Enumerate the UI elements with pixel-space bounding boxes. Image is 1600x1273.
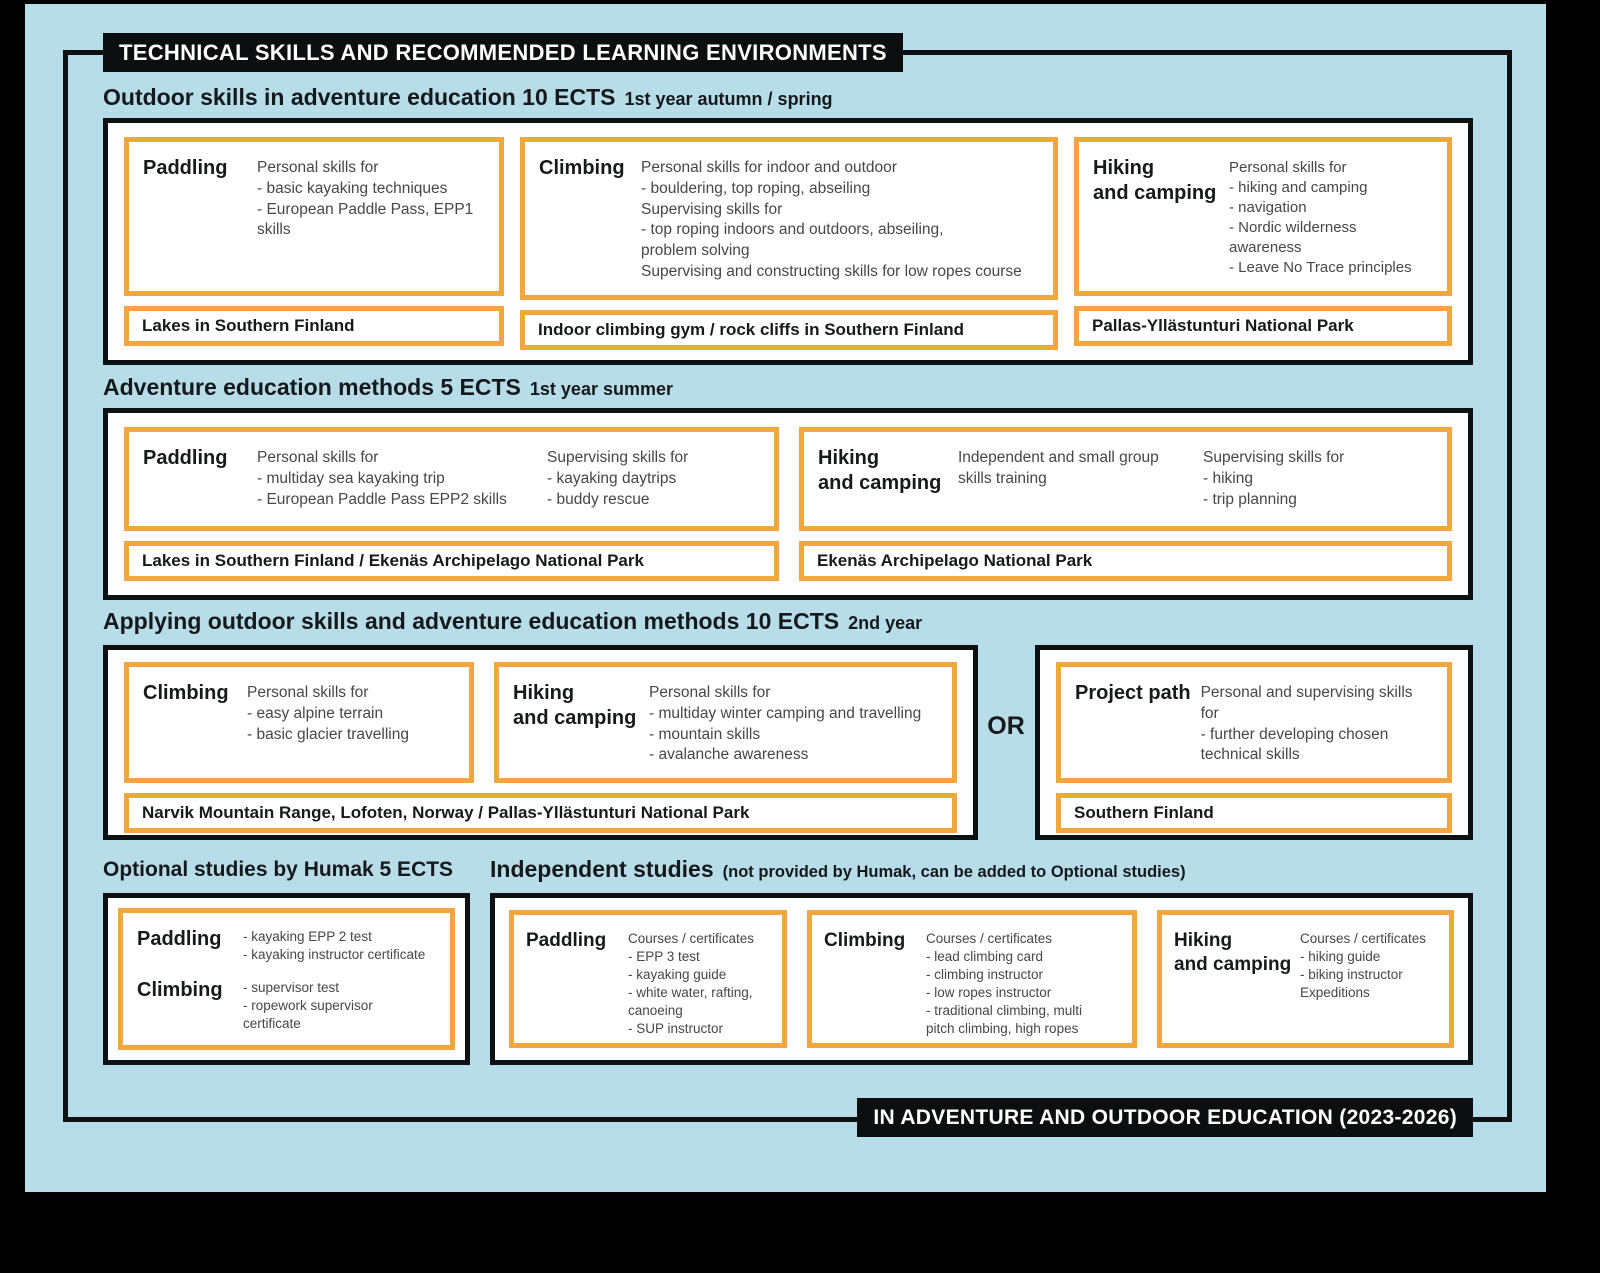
optional-studies-container: Paddling - kayaking EPP 2 test - kayakin… <box>103 893 470 1065</box>
section1-climbing-column: Climbing Personal skills for indoor and … <box>520 137 1058 350</box>
optional-studies-heading: Optional studies by Humak 5 ECTS <box>103 858 453 882</box>
paddling-skills-columns: Personal skills for - multiday sea kayak… <box>257 444 688 514</box>
hiking-camping-label: Hiking and camping <box>1174 930 1292 975</box>
independent-hiking-box: Hiking and camping Courses / certificate… <box>1157 910 1454 1048</box>
section1-hiking-skill-box: Hiking and camping Personal skills for -… <box>1074 137 1452 296</box>
section2-paddling-location: Lakes in Southern Finland / Ekenäs Archi… <box>124 541 779 581</box>
section2-title: Adventure education methods 5 ECTS <box>103 374 521 400</box>
footer-title-bar: IN ADVENTURE AND OUTDOOR EDUCATION (2023… <box>857 1098 1473 1137</box>
section3-climbing-skill-box: Climbing Personal skills for - easy alpi… <box>124 662 474 784</box>
optional-climbing-row: Climbing - supervisor test - ropework su… <box>137 976 436 1033</box>
hiking-skills-text: Personal skills for - multiday winter ca… <box>649 684 922 764</box>
optional-studies-box: Paddling - kayaking EPP 2 test - kayakin… <box>118 908 455 1050</box>
section1-paddling-column: Paddling Personal skills for - basic kay… <box>124 137 504 346</box>
independent-studies-heading: Independent studies (not provided by Hum… <box>490 856 1186 883</box>
section2-paddling-skill-box: Paddling Personal skills for - multiday … <box>124 427 779 531</box>
section3-left-location: Narvik Mountain Range, Lofoten, Norway /… <box>124 793 957 834</box>
climbing-label: Climbing <box>137 979 223 1002</box>
optional-climbing-text: - supervisor test - ropework supervisor … <box>243 980 373 1032</box>
independent-studies-subtitle: (not provided by Humak, can be added to … <box>722 863 1186 881</box>
section1-climbing-location: Indoor climbing gym / rock cliffs in Sou… <box>520 309 1058 350</box>
section1-title: Outdoor skills in adventure education 10… <box>103 84 616 110</box>
hiking-camping-label: Hiking and camping <box>818 447 942 494</box>
section1-paddling-skill-box: Paddling Personal skills for - basic kay… <box>124 137 504 296</box>
climbing-label: Climbing <box>143 682 229 704</box>
climbing-skills-text: Personal skills for - easy alpine terrai… <box>247 684 409 743</box>
section2-heading: Adventure education methods 5 ECTS 1st y… <box>103 374 673 401</box>
paddling-skills-text: Personal skills for - basic kayaking tec… <box>257 159 474 239</box>
paddling-personal-skills: Personal skills for - multiday sea kayak… <box>257 449 507 508</box>
paddling-label: Paddling <box>137 928 222 950</box>
paddling-supervising-skills: Supervising skills for - kayaking daytri… <box>547 449 689 508</box>
section1-hiking-location: Pallas-Yllästunturi National Park <box>1074 306 1452 346</box>
section2-subtitle: 1st year summer <box>529 379 673 399</box>
hiking-camping-label: Hiking and camping <box>513 682 637 729</box>
project-path-label: Project path <box>1075 682 1191 704</box>
independent-studies-container: Paddling Courses / certificates - EPP 3 … <box>490 893 1473 1065</box>
section3-project-container: Project path Personal and supervising sk… <box>1035 645 1473 840</box>
section3-hiking-skill-box: Hiking and camping Personal skills for -… <box>494 662 957 784</box>
project-path-skill-box: Project path Personal and supervising sk… <box>1056 662 1452 784</box>
optional-paddling-text: - kayaking EPP 2 test - kayaking instruc… <box>243 929 426 963</box>
section3-left-container: Climbing Personal skills for - easy alpi… <box>103 645 978 840</box>
footer-title: IN ADVENTURE AND OUTDOOR EDUCATION (2023… <box>873 1105 1457 1129</box>
section3-title: Applying outdoor skills and adventure ed… <box>103 608 840 634</box>
climbing-label: Climbing <box>539 157 625 179</box>
independent-hiking-text: Courses / certificates - hiking guide - … <box>1300 931 1427 1001</box>
climbing-skills-text: Personal skills for indoor and outdoor -… <box>641 159 1022 280</box>
main-title-bar: TECHNICAL SKILLS AND RECOMMENDED LEARNIN… <box>103 33 903 72</box>
section2-hiking-location: Ekenäs Archipelago National Park <box>799 541 1452 581</box>
section2-hiking-column: Hiking and camping Independent and small… <box>799 427 1452 581</box>
independent-studies-title: Independent studies <box>490 856 714 882</box>
section1-climbing-skill-box: Climbing Personal skills for indoor and … <box>520 137 1058 300</box>
section2-container: Paddling Personal skills for - multiday … <box>103 408 1473 600</box>
section3-project-location: Southern Finland <box>1056 793 1452 834</box>
section1-subtitle: 1st year autumn / spring <box>624 89 833 109</box>
section3-subtitle: 2nd year <box>848 613 923 633</box>
or-label: OR <box>987 712 1025 740</box>
paddling-label: Paddling <box>526 930 607 951</box>
section2-paddling-column: Paddling Personal skills for - multiday … <box>124 427 779 581</box>
section3-heading: Applying outdoor skills and adventure ed… <box>103 608 922 635</box>
hiking-skills-columns: Independent and small group skills train… <box>958 444 1344 514</box>
section1-heading: Outdoor skills in adventure education 10… <box>103 84 833 111</box>
hiking-supervising-skills: Supervising skills for - hiking - trip p… <box>1203 449 1345 508</box>
hiking-skills-text: Personal skills for - hiking and camping… <box>1229 159 1412 277</box>
section3-skill-row: Climbing Personal skills for - easy alpi… <box>124 662 957 784</box>
optional-paddling-row: Paddling - kayaking EPP 2 test - kayakin… <box>137 925 436 964</box>
paddling-label: Paddling <box>143 157 228 179</box>
main-title: TECHNICAL SKILLS AND RECOMMENDED LEARNIN… <box>119 39 887 65</box>
hiking-independent-skills: Independent and small group skills train… <box>958 449 1159 487</box>
section1-hiking-column: Hiking and camping Personal skills for -… <box>1074 137 1452 346</box>
independent-paddling-text: Courses / certificates - EPP 3 test - ka… <box>628 931 755 1037</box>
independent-climbing-text: Courses / certificates - lead climbing c… <box>926 931 1083 1037</box>
section1-paddling-location: Lakes in Southern Finland <box>124 306 504 346</box>
independent-paddling-box: Paddling Courses / certificates - EPP 3 … <box>509 910 787 1048</box>
paddling-label: Paddling <box>143 447 228 469</box>
independent-climbing-box: Climbing Courses / certificates - lead c… <box>807 910 1137 1048</box>
project-path-skills-text: Personal and supervising skills for - fu… <box>1200 684 1413 764</box>
section2-hiking-skill-box: Hiking and camping Independent and small… <box>799 427 1452 531</box>
climbing-label: Climbing <box>824 930 906 951</box>
section1-container: Paddling Personal skills for - basic kay… <box>103 118 1473 365</box>
hiking-camping-label: Hiking and camping <box>1093 157 1217 204</box>
optional-studies-title: Optional studies by Humak 5 ECTS <box>103 858 454 881</box>
